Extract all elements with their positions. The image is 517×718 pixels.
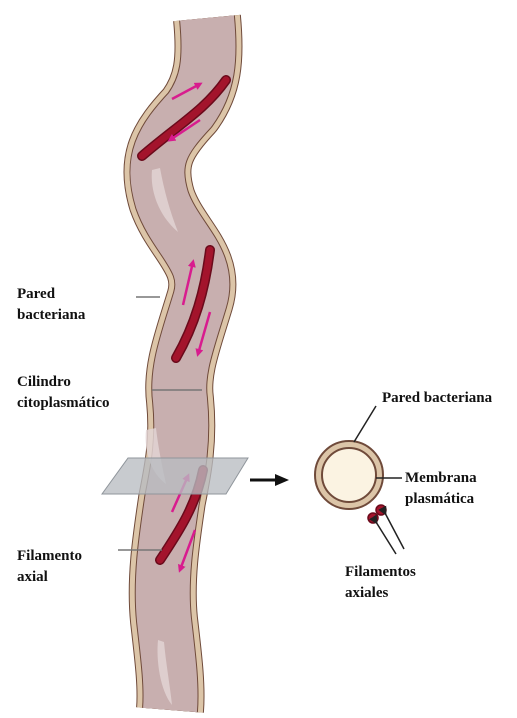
- label-filamento-axial: Filamento axial: [17, 546, 82, 588]
- cross-section-membrane: [322, 448, 376, 502]
- pointer-line: [354, 406, 376, 442]
- cross-section-filament: [368, 513, 378, 523]
- label-membrana-plasmatica: Membrana plasmática: [405, 468, 477, 510]
- label-filamentos-axiales: Filamentos axiales: [345, 562, 416, 604]
- label-cilindro-citoplasmatico: Cilindro citoplasmático: [17, 372, 109, 414]
- label-pared-bacteriana: Pared bacteriana: [17, 284, 85, 326]
- pointer-line: [385, 513, 404, 549]
- cutting-plane: [102, 458, 248, 494]
- label-cross-pared-bacteriana: Pared bacteriana: [382, 388, 492, 409]
